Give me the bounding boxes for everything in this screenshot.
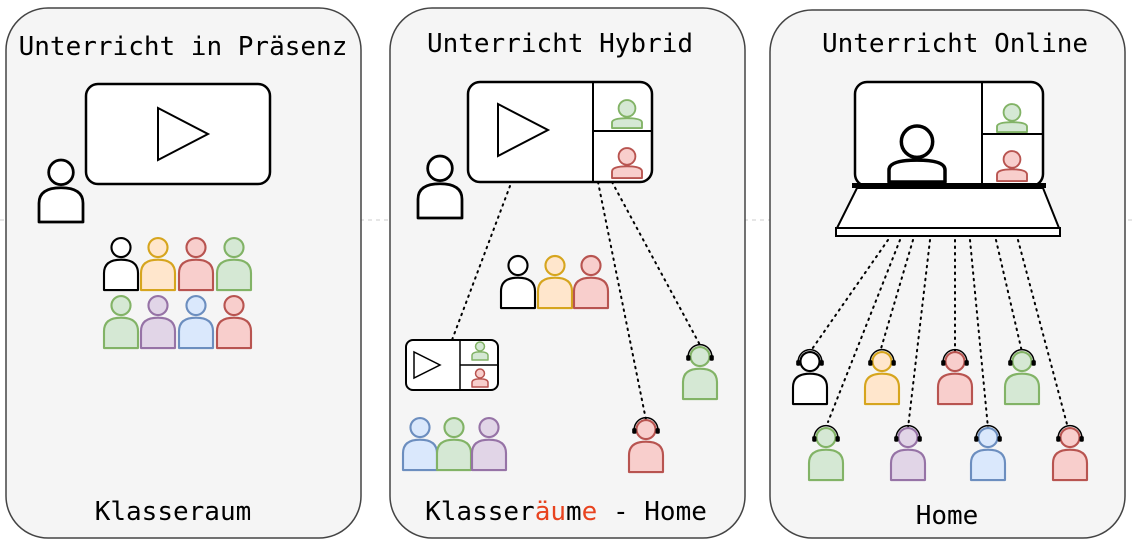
dotted-line xyxy=(827,239,901,423)
dotted-line xyxy=(879,239,914,353)
laptop-icon xyxy=(835,80,1061,237)
dotted-line xyxy=(611,181,701,346)
panel-caption: Home xyxy=(916,501,979,531)
person-icon xyxy=(139,236,177,292)
play-icon xyxy=(497,102,551,158)
headset-person-icon xyxy=(1003,348,1041,406)
person-icon xyxy=(499,254,537,310)
headset-person-icon xyxy=(936,348,974,406)
person-icon xyxy=(102,236,140,292)
person-icon xyxy=(102,294,140,350)
dotted-line xyxy=(907,239,931,429)
student-group xyxy=(791,348,1089,482)
dotted-line xyxy=(597,181,647,421)
small-screen xyxy=(405,339,499,391)
person-icon xyxy=(471,341,489,361)
panel-caption: Klasseräume - Home xyxy=(425,497,707,527)
headset-person-icon xyxy=(681,343,719,401)
person-icon xyxy=(215,294,253,350)
person-icon xyxy=(470,416,508,472)
panel-hybrid: Unterricht Hybrid Klasseräume - Home xyxy=(389,7,746,539)
dotted-line xyxy=(1017,239,1069,429)
dotted-line xyxy=(451,185,511,341)
headset-person-icon xyxy=(863,348,901,406)
play-icon xyxy=(413,350,442,380)
person-icon xyxy=(611,147,643,179)
headset-person-icon xyxy=(807,424,845,482)
teacher-person-icon xyxy=(37,158,85,224)
person-icon xyxy=(177,294,215,350)
student-group xyxy=(102,236,253,350)
person-icon xyxy=(536,254,574,310)
panel-caption: Klasseraum xyxy=(95,497,252,527)
headset-person-icon xyxy=(627,416,665,474)
dotted-connection xyxy=(451,181,701,421)
student-group xyxy=(401,154,719,474)
person-icon xyxy=(471,368,489,388)
person-icon xyxy=(996,150,1028,182)
person-icon xyxy=(572,254,610,310)
person-icon xyxy=(416,154,464,220)
headset-person-icon xyxy=(969,424,1007,482)
panel-title: Unterricht Online xyxy=(822,29,1088,59)
hybrid-screen xyxy=(466,80,654,184)
person-icon xyxy=(177,236,215,292)
play-icon xyxy=(157,106,211,162)
dotted-line xyxy=(995,239,1023,353)
projector-screen xyxy=(84,82,272,186)
person-icon xyxy=(37,158,85,224)
headset-person-icon xyxy=(889,424,927,482)
dotted-line xyxy=(969,239,989,429)
panel-online: Unterricht Online Home xyxy=(769,9,1126,539)
person-icon xyxy=(611,99,643,129)
person-icon xyxy=(139,294,177,350)
person-icon xyxy=(887,124,947,184)
panel-title: Unterricht in Präsenz xyxy=(19,32,348,62)
dotted-connection xyxy=(809,239,1069,429)
headset-person-icon xyxy=(791,348,829,406)
person-icon xyxy=(996,103,1028,133)
person-icon xyxy=(435,416,473,472)
person-icon xyxy=(215,236,253,292)
panel-praesenz: Unterricht in Präsenz Klasseraum xyxy=(5,7,362,539)
headset-person-icon xyxy=(1051,424,1089,482)
panel-title: Unterricht Hybrid xyxy=(427,29,693,59)
